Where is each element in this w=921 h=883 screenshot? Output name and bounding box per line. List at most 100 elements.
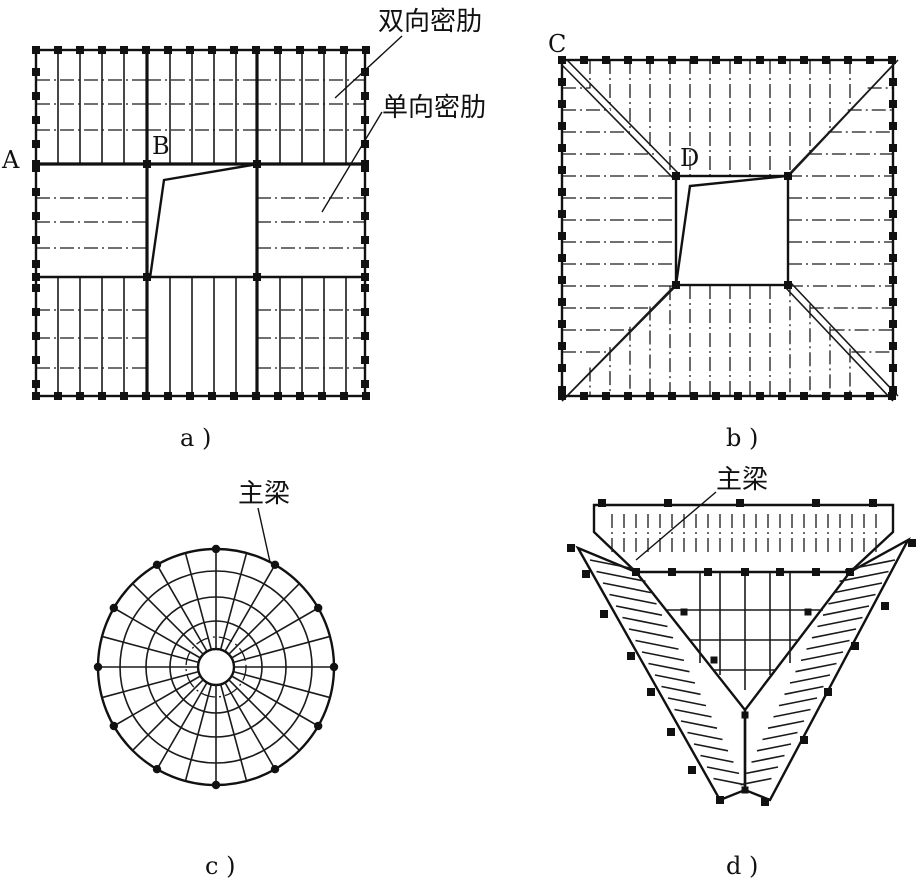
- column: [624, 56, 632, 64]
- rib: [806, 639, 850, 650]
- column: [800, 736, 808, 744]
- column: [32, 46, 40, 54]
- column: [881, 602, 889, 610]
- column: [756, 56, 764, 64]
- column: [152, 560, 162, 570]
- column: [558, 320, 566, 328]
- column: [558, 364, 566, 372]
- column: [741, 786, 749, 794]
- column: [888, 56, 896, 64]
- radial-main-beam: [228, 679, 301, 752]
- column: [340, 46, 348, 54]
- rib: [795, 662, 837, 673]
- column: [866, 56, 874, 64]
- column: [667, 728, 675, 736]
- diagonal-main-beam: [561, 287, 675, 402]
- column: [296, 46, 304, 54]
- column: [734, 392, 742, 400]
- column: [98, 392, 106, 400]
- column: [32, 92, 40, 100]
- column: [602, 392, 610, 400]
- panel-a-columns: [32, 46, 370, 400]
- column: [164, 46, 172, 54]
- rib: [833, 582, 883, 594]
- rib: [767, 720, 805, 729]
- column: [142, 392, 150, 400]
- column: [361, 273, 369, 281]
- column: [646, 392, 654, 400]
- rib: [740, 777, 772, 786]
- caption-d: d ): [726, 852, 758, 880]
- column: [274, 392, 282, 400]
- rib: [667, 697, 707, 707]
- column: [361, 160, 369, 168]
- column: [889, 276, 897, 284]
- radial-main-beam: [219, 552, 248, 650]
- column: [822, 392, 830, 400]
- radial-main-beam: [233, 635, 331, 664]
- column: [558, 100, 566, 108]
- column: [812, 499, 820, 507]
- column: [761, 798, 769, 806]
- main-beam-label-c: 主梁: [238, 479, 290, 509]
- column: [866, 392, 874, 400]
- column: [361, 140, 369, 148]
- column: [716, 796, 724, 804]
- column: [76, 46, 84, 54]
- column: [361, 356, 369, 364]
- center-opening: [196, 647, 236, 687]
- rib: [622, 616, 668, 628]
- radial-main-beam: [228, 582, 301, 655]
- column: [668, 56, 676, 64]
- column: [32, 140, 40, 148]
- rib: [680, 720, 718, 729]
- column: [889, 232, 897, 240]
- column: [908, 539, 916, 547]
- panel-b-ribs: [562, 60, 893, 396]
- column: [846, 568, 854, 576]
- column: [558, 342, 566, 350]
- radial-main-beam: [156, 682, 208, 770]
- column: [800, 392, 808, 400]
- radial-main-beam: [184, 552, 213, 650]
- column: [270, 560, 280, 570]
- main-beam-leader-d: [635, 491, 717, 561]
- column: [558, 166, 566, 174]
- main-beam-leader-c: [257, 507, 271, 563]
- column: [598, 499, 606, 507]
- rib: [784, 685, 824, 696]
- rib: [615, 605, 663, 616]
- column: [230, 392, 238, 400]
- rib: [762, 731, 798, 741]
- column: [120, 46, 128, 54]
- radial-main-beam: [224, 564, 276, 652]
- column: [600, 610, 608, 618]
- radial-main-beam: [113, 607, 201, 659]
- column: [208, 46, 216, 54]
- radial-main-beam: [184, 684, 213, 782]
- column: [109, 721, 119, 731]
- column: [143, 160, 151, 168]
- column: [32, 284, 40, 292]
- panel-a-main-beams: [34, 48, 367, 398]
- point-d-label: D: [680, 144, 699, 172]
- column: [558, 232, 566, 240]
- column: [647, 688, 655, 696]
- column: [741, 711, 749, 719]
- rib: [609, 593, 657, 605]
- column: [558, 78, 566, 86]
- column: [778, 56, 786, 64]
- column: [361, 92, 369, 100]
- radial-main-beam: [101, 635, 199, 664]
- panel-b-main-beams: [560, 58, 899, 402]
- column: [318, 392, 326, 400]
- diagonal-main-beam: [785, 287, 894, 402]
- diagonal-main-beam: [566, 59, 679, 174]
- column: [889, 320, 897, 328]
- column: [784, 172, 792, 180]
- column: [152, 764, 162, 774]
- column: [704, 568, 712, 576]
- radial-main-beam: [231, 675, 319, 727]
- rib: [661, 685, 701, 696]
- panel-b-edge-beam: [560, 58, 895, 398]
